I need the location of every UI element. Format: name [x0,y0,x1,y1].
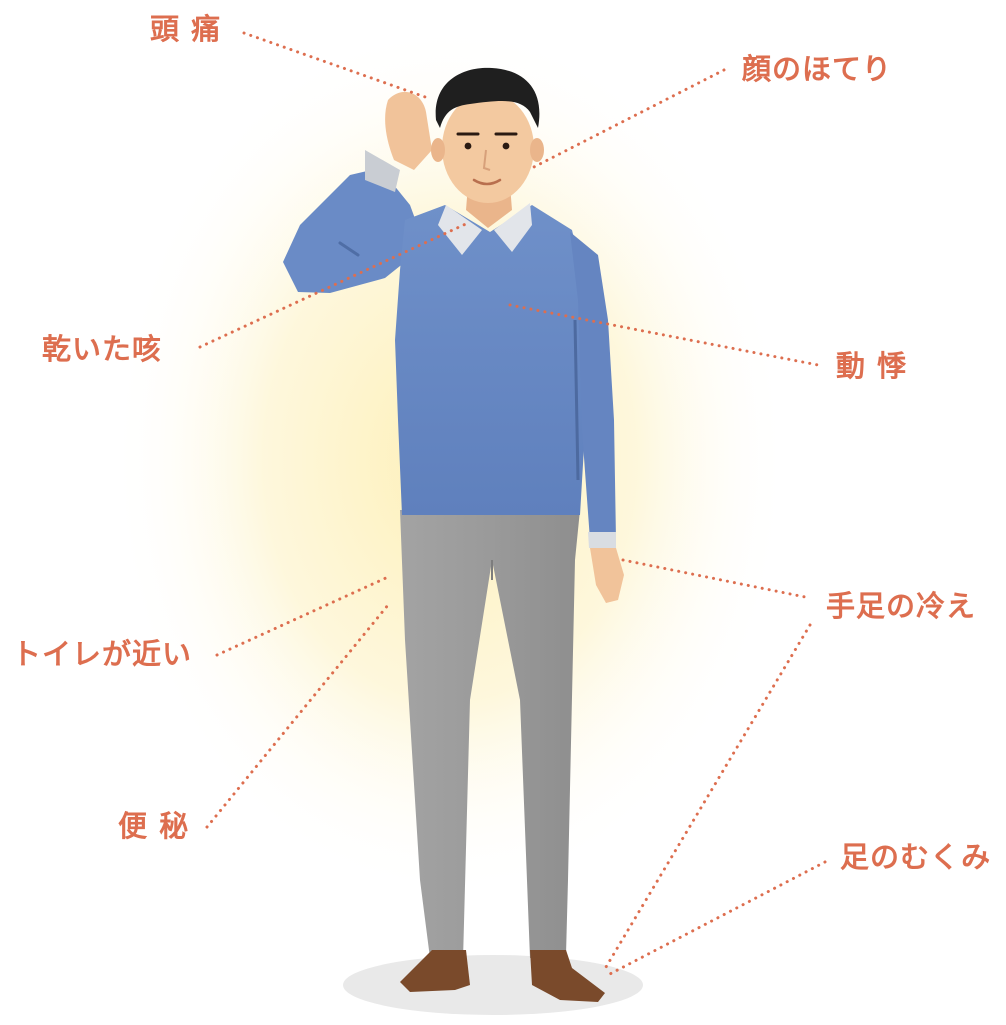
label-leg-swelling: 足のむくみ [840,840,992,874]
collar [438,203,532,255]
leader-line-frequent-urination [215,575,390,657]
leader-line-dry-cough [198,220,472,349]
trousers [400,510,580,960]
label-dry-cough: 乾いた咳 [42,332,163,366]
head [431,67,544,203]
leader-lines [198,31,827,977]
shoes [400,950,605,1002]
right-hand [590,548,624,603]
label-headache: 頭 痛 [150,12,222,46]
sweater [395,205,616,548]
label-palpitation: 動 悸 [836,349,908,383]
leader-line-hot-flush [530,68,726,170]
raised-arm [283,91,432,293]
label-hot-flush: 顔のほてり [742,52,893,86]
leader-line-constipation [205,603,390,829]
floor-shadow [343,955,643,1015]
leader-line-palpitation [508,303,820,367]
label-frequent-urination: トイレが近い [12,637,193,671]
leader-line-headache [242,31,430,100]
label-cold-limbs: 手足の冷え [826,589,977,623]
label-constipation: 便 秘 [118,809,190,843]
leader-line-leg-swelling [606,860,827,977]
